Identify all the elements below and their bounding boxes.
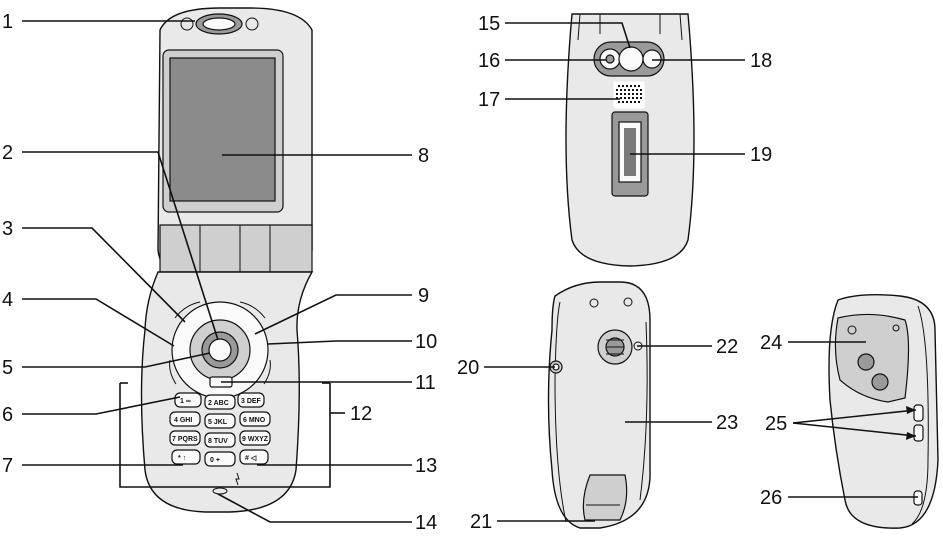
callout-17: 17 <box>478 89 500 111</box>
callout-26: 26 <box>760 487 782 509</box>
callout-6: 6 <box>2 404 13 426</box>
svg-text:8 TUV: 8 TUV <box>208 438 228 445</box>
rear-view-phone <box>547 281 651 529</box>
key-7[interactable]: 7 PQRS <box>169 430 201 446</box>
callout-7: 7 <box>2 455 13 477</box>
volume-up-key[interactable] <box>913 404 924 422</box>
callout-15: 15 <box>478 13 500 35</box>
microphone-icon <box>212 487 228 495</box>
callout-16: 16 <box>478 50 500 72</box>
key-2[interactable]: 2 ABC <box>204 394 236 410</box>
key-1[interactable]: 1 ∞ <box>174 392 202 408</box>
key-6[interactable]: 6 MNO <box>239 411 271 427</box>
svg-text:0 +: 0 + <box>210 457 220 464</box>
svg-text:3 DEF: 3 DEF <box>241 398 262 405</box>
key-3[interactable]: 3 DEF <box>237 392 265 408</box>
callout-11: 11 <box>415 372 436 394</box>
svg-text:5 JKL: 5 JKL <box>208 419 228 426</box>
callout-19: 19 <box>750 144 772 166</box>
key-9[interactable]: 9 WXYZ <box>239 430 271 446</box>
battery-cover-latch[interactable] <box>582 474 628 521</box>
callout-8: 8 <box>418 145 429 167</box>
side-view-phone <box>828 293 939 529</box>
callout-24: 24 <box>760 332 782 354</box>
callout-21: 21 <box>470 511 492 533</box>
callout-10: 10 <box>415 331 437 353</box>
callout-12: 12 <box>350 403 372 425</box>
center-key[interactable] <box>208 338 232 362</box>
svg-text:2 ABC: 2 ABC <box>208 400 229 407</box>
volume-down-key[interactable] <box>913 424 924 442</box>
speaker-grille-icon <box>613 81 645 109</box>
svg-text:* ↑: * ↑ <box>178 455 186 462</box>
callout-numbers: 1 2 3 4 5 6 7 8 9 10 11 12 13 14 15 16 1… <box>2 11 787 534</box>
callout-3: 3 <box>2 218 13 240</box>
callout-1: 1 <box>2 11 13 33</box>
main-display <box>169 57 276 202</box>
callout-4: 4 <box>2 289 13 311</box>
key-5[interactable]: 5 JKL <box>204 413 236 429</box>
camera-lens-icon <box>618 46 644 72</box>
callout-2: 2 <box>2 142 13 164</box>
callout-25: 25 <box>765 413 787 435</box>
leader-lines <box>22 20 918 523</box>
back-view-phone <box>565 13 695 267</box>
callout-14: 14 <box>415 512 437 534</box>
svg-text:4 GHI: 4 GHI <box>174 417 192 424</box>
callout-13: 13 <box>415 455 437 477</box>
callout-22: 22 <box>716 336 738 358</box>
callout-18: 18 <box>750 50 772 72</box>
keypad-bracket <box>119 383 331 488</box>
callout-23: 23 <box>716 412 738 434</box>
callout-20: 20 <box>457 357 479 379</box>
side-connector <box>913 490 923 506</box>
callout-5: 5 <box>2 357 13 379</box>
svg-text:7 PQRS: 7 PQRS <box>172 436 198 443</box>
key-star[interactable]: * ↑ <box>171 449 201 465</box>
callout-9: 9 <box>418 285 429 307</box>
keypad: 1 ∞ 2 ABC 3 DEF 4 GHI 5 JKL 6 MNO 7 PQRS… <box>169 392 271 467</box>
svg-text:6 MNO: 6 MNO <box>243 417 266 424</box>
mirror-icon <box>642 49 662 69</box>
key-8[interactable]: 8 TUV <box>204 432 236 448</box>
svg-text:9 WXYZ: 9 WXYZ <box>242 436 269 443</box>
key-hash[interactable]: # ◁ <box>239 449 269 465</box>
svg-text:1 ∞: 1 ∞ <box>180 398 191 405</box>
key-4[interactable]: 4 GHI <box>169 411 201 427</box>
svg-text:# ◁: # ◁ <box>245 455 257 462</box>
key-0[interactable]: 0 + <box>204 451 236 467</box>
front-view-phone: 1 ∞ 2 ABC 3 DEF 4 GHI 5 JKL 6 MNO 7 PQRS… <box>140 7 314 513</box>
